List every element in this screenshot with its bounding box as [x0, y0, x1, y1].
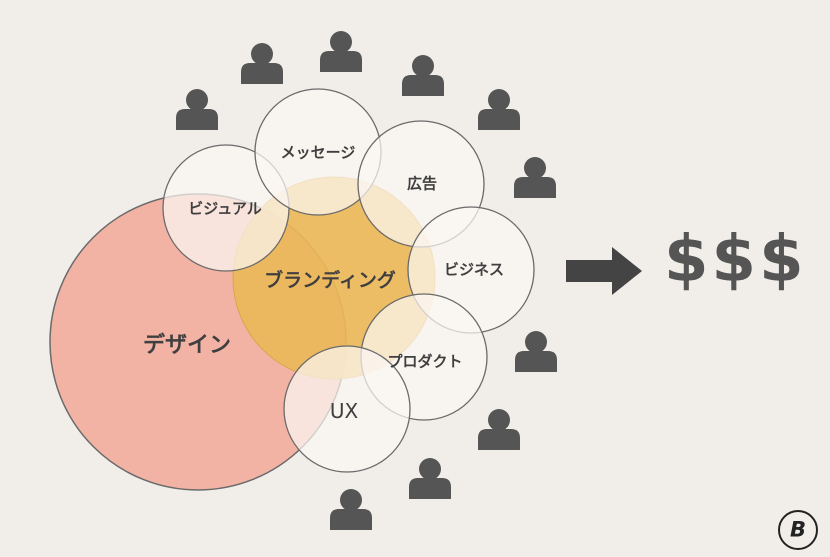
ux-label: UX: [329, 399, 359, 423]
business-label: ビジネス: [443, 260, 505, 279]
person-icon: [515, 331, 557, 372]
design-label: デザイン: [142, 333, 232, 358]
money-result: $$$: [664, 223, 807, 297]
brand-logo-letter: B: [789, 517, 807, 542]
advertising-label: 広告: [406, 174, 438, 193]
person-icon: [478, 409, 520, 450]
person-icon: [402, 55, 444, 96]
message-label: メッセージ: [280, 143, 356, 162]
person-icon: [330, 489, 372, 530]
ux-circle: [283, 345, 411, 473]
arrow-right-icon: [566, 247, 642, 295]
person-icon: [320, 31, 362, 72]
product-label: プロダクト: [387, 352, 463, 371]
person-icon: [514, 157, 556, 198]
person-icon: [409, 458, 451, 499]
visual-label: ビジュアル: [188, 199, 262, 218]
person-icon: [478, 89, 520, 130]
person-icon: [241, 43, 283, 84]
person-icon: [176, 89, 218, 130]
brand-logo-icon: [778, 510, 818, 550]
branding-label: ブランディング: [264, 269, 396, 292]
